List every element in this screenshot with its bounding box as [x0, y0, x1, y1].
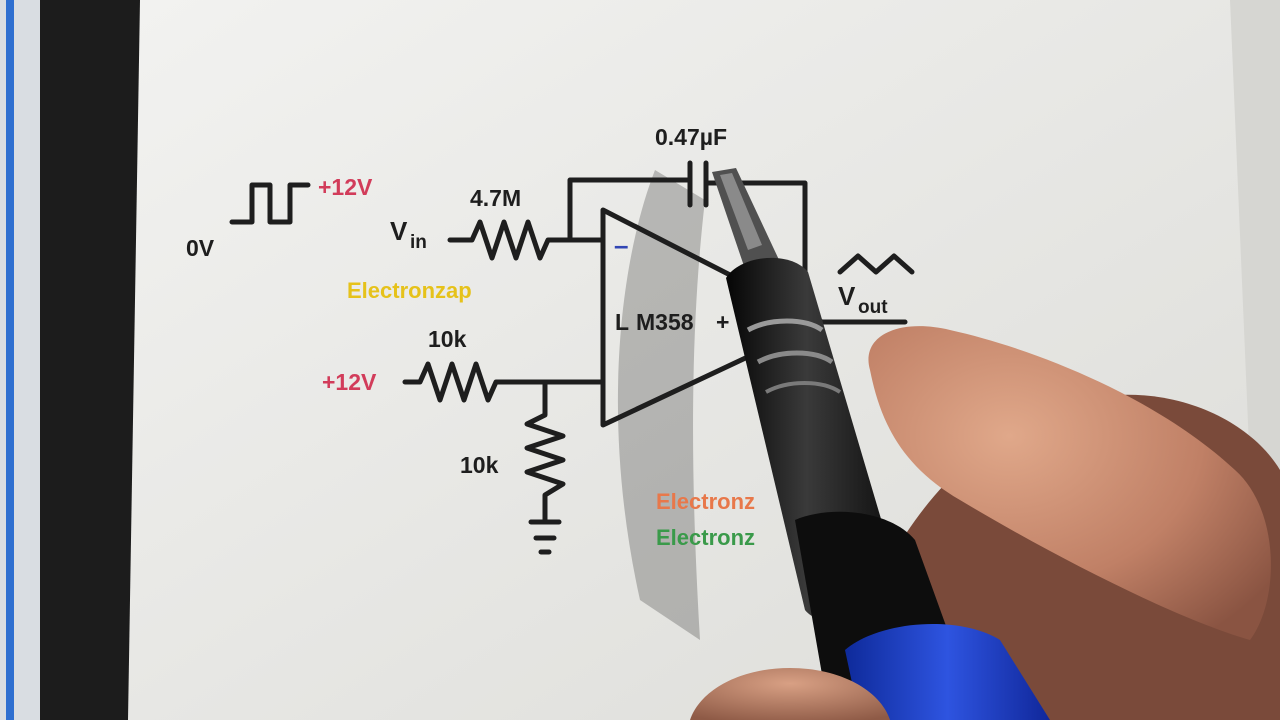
watermark-orange: Electronz	[656, 489, 755, 514]
opamp-name: M358	[636, 309, 694, 335]
divider-top-resistor-label: 10k	[428, 326, 467, 352]
triangle-wave-symbol	[837, 253, 915, 275]
left-edge-blue-strip	[6, 0, 14, 720]
supply-label-top: +12V	[318, 174, 373, 200]
opamp-name-partial: L	[615, 309, 629, 335]
inverting-minus-sign: –	[614, 230, 628, 260]
pen-grip-ring-2	[756, 350, 834, 365]
zero-volt-label: 0V	[186, 235, 215, 261]
watermark-green: Electronz	[656, 525, 755, 550]
opamp-plus-sign: +	[716, 309, 729, 335]
opamp-triangle	[600, 207, 825, 428]
square-wave-symbol	[229, 182, 311, 225]
watermark-yellow: Electronzap	[347, 278, 472, 303]
input-resistor-label: 4.7M	[470, 185, 521, 211]
pen-tip-highlight	[720, 173, 762, 250]
vout-label: V	[838, 281, 856, 311]
supply-label-bottom: +12V	[322, 369, 377, 395]
vin-subscript: in	[410, 232, 427, 253]
input-resistor	[447, 219, 575, 261]
divider-bottom-resistor-label: 10k	[460, 452, 499, 478]
index-finger	[868, 326, 1271, 640]
pen-shadow	[617, 170, 705, 640]
pen-grip-ring-1	[746, 318, 824, 333]
feedback-wire-left	[567, 177, 693, 243]
pen	[712, 168, 1050, 720]
hand-with-pen	[690, 168, 1280, 720]
paper-right-shade	[1230, 0, 1280, 470]
thumb	[690, 668, 890, 720]
divider-resistor-top	[402, 361, 606, 403]
divider-resistor-bottom	[524, 379, 566, 523]
pen-cap	[845, 623, 1050, 720]
pen-grip-ring-3	[765, 381, 842, 394]
capacitor-label: 0.47µF	[655, 124, 727, 150]
vin-label: V	[390, 216, 408, 246]
vout-subscript: out	[858, 297, 888, 318]
